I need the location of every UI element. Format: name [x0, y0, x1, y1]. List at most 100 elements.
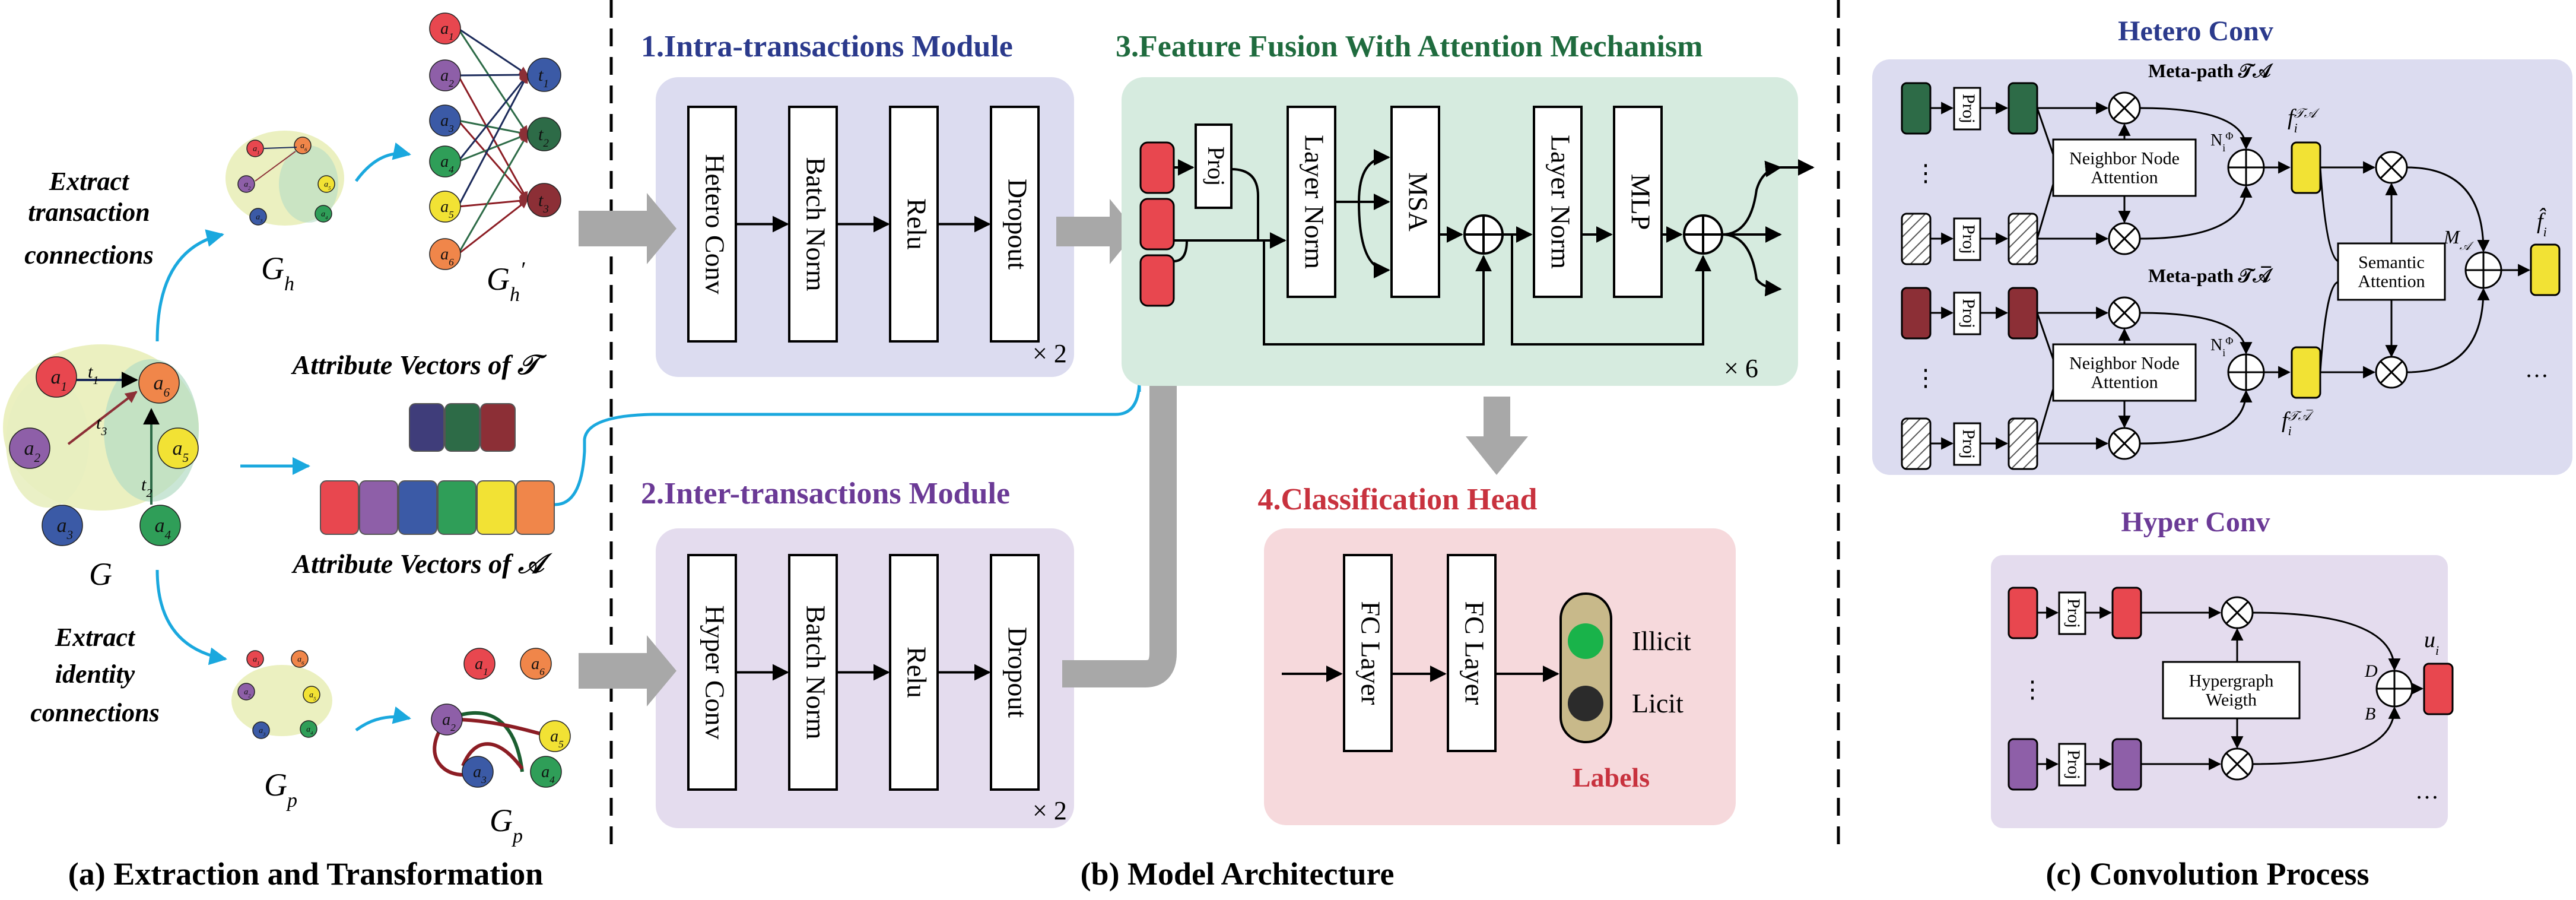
sem-mul-1: [2375, 151, 2408, 184]
arrow-to-gp: [155, 569, 227, 666]
intra-block-2: [889, 106, 939, 343]
g-node-a1: a1: [36, 356, 77, 398]
mp-ta-in-1: [1901, 82, 1932, 135]
mp-tabar-in-2: [1901, 417, 1932, 470]
attr-t-cell: [480, 403, 516, 452]
attr-a-cell: [359, 480, 398, 535]
gh-node-a6: a6: [294, 137, 312, 154]
fusion-proj-label: Proj: [1203, 147, 1230, 186]
extract-identity-line1: Extract: [55, 623, 136, 652]
mp-tabar-out-1: [2008, 287, 2038, 340]
g-node-a6: a6: [138, 362, 180, 404]
mp-tabar-out-2: [2008, 417, 2038, 470]
token-2: [1139, 198, 1175, 251]
intra-block-label-2: Relu: [901, 198, 932, 250]
mp-tabar-proj-2: Proj: [1953, 422, 1981, 466]
labels-label: Labels: [1573, 762, 1650, 793]
svg-text:a4: a4: [440, 153, 454, 175]
mp-ta-out-2: [2008, 213, 2038, 265]
f-label-1: fi𝒯𝒜: [2288, 105, 2320, 135]
inter-block-label-0: Hyper Conv: [700, 605, 730, 739]
svg-text:t1: t1: [538, 65, 549, 90]
intra-block-0: [687, 106, 737, 343]
hyper-mul-1: [2221, 596, 2254, 629]
svg-text:Proj: Proj: [1959, 94, 1978, 123]
bip-node-a4: a4: [429, 145, 461, 178]
label-gp-prime: Gp: [490, 803, 523, 847]
svg-text:Neighbor Node: Neighbor Node: [2069, 149, 2180, 169]
gh-node-a3: a3: [249, 208, 267, 226]
svg-text:a2: a2: [442, 711, 456, 733]
gh-node-a5: a5: [317, 175, 335, 193]
label-gh-prime: Gh′: [487, 258, 525, 306]
svg-text:Attention: Attention: [2091, 168, 2158, 188]
mp-ta-nphi: NiΦ: [2210, 130, 2233, 154]
hyper-in-1: [2008, 587, 2038, 639]
gp-node-a4: a4: [300, 720, 317, 738]
intra-block-label-0: Hetero Conv: [700, 154, 730, 294]
svg-text:a4: a4: [154, 515, 171, 542]
inter-block-label-2: Relu: [901, 647, 932, 698]
inter-block-2: [889, 554, 939, 791]
svg-text:a3: a3: [440, 112, 454, 134]
svg-text:a3: a3: [56, 515, 73, 542]
mp-ta-sum: [2227, 148, 2265, 186]
extract-identity-line2: identity: [55, 660, 135, 689]
svg-text:a1: a1: [50, 366, 67, 394]
gp-node-a3: a3: [252, 721, 270, 739]
hyper-out-1: [2111, 587, 2142, 639]
fc-layer-2-label: FC Layer: [1459, 601, 1489, 705]
label-g: G: [89, 556, 112, 592]
g-node-a5: a5: [157, 427, 199, 469]
gray-arrow-a-inter: [579, 635, 676, 706]
hyper-proj-1: Proj: [2058, 591, 2086, 635]
hyper-ellipsis: …: [2415, 777, 2439, 804]
svg-text:a3: a3: [473, 763, 487, 785]
mp-tabar-proj-1: Proj: [1953, 291, 1981, 335]
inter-block-label-1: Batch Norm: [801, 605, 831, 739]
gp-node-a1: a1: [246, 650, 264, 668]
extract-transaction-line1: Extract: [49, 167, 130, 196]
gray-arrow-inter-fusion: [1062, 332, 1177, 687]
t3-sub: 3: [100, 425, 107, 438]
g-node-a2: a2: [9, 427, 50, 469]
token-3: [1139, 254, 1175, 307]
inter-title: 2.Inter-transactions Module: [641, 477, 1010, 511]
fc-layer-1-label: FC Layer: [1355, 601, 1386, 705]
fusion-mlp-label: MLP: [1625, 174, 1656, 230]
inter-panel: [656, 528, 1074, 828]
svg-text:Proj: Proj: [1959, 299, 1978, 328]
svg-text:Semantic: Semantic: [2358, 253, 2425, 272]
gp2-node-a2: a2: [431, 703, 463, 736]
attr-a-cell: [320, 480, 359, 535]
hyper-content: ProjProj⋮HypergraphWeigthDBui…: [2008, 587, 2454, 804]
svg-text:a3: a3: [259, 726, 266, 737]
mp-tabar-f: [2291, 346, 2321, 399]
bip-node-a3: a3: [429, 104, 461, 137]
hyper-proj-2: Proj: [2058, 743, 2086, 787]
svg-text:a1: a1: [475, 655, 488, 677]
cls-title: 4.Classification Head: [1258, 483, 1538, 516]
arrow-gp-gp2: [355, 706, 411, 732]
hyper-u-cell: [2423, 663, 2454, 715]
svg-text:a6: a6: [297, 655, 304, 666]
attribute-vectors-a: [320, 480, 555, 535]
fc-layer-1: [1343, 554, 1393, 752]
svg-text:a5: a5: [309, 690, 316, 701]
svg-text:a4: a4: [541, 763, 555, 785]
intra-block-3: [990, 106, 1040, 343]
gp-node-a6: a6: [291, 650, 309, 668]
svg-text:a2: a2: [440, 66, 454, 89]
gp-node-a5: a5: [303, 686, 320, 703]
arrow-gh-gh2: [354, 142, 411, 182]
label-gh: Gh: [261, 251, 294, 295]
attr-a-connector: [554, 379, 1141, 506]
arrow-to-gh: [155, 229, 224, 342]
intra-title: 1.Intra-transactions Module: [641, 30, 1013, 64]
b-label: B: [2365, 704, 2375, 724]
t1-sub: 1: [93, 374, 99, 387]
gp2-node-a4: a4: [530, 756, 562, 788]
fc-layer-2: [1447, 554, 1497, 752]
svg-text:a2: a2: [24, 438, 40, 465]
